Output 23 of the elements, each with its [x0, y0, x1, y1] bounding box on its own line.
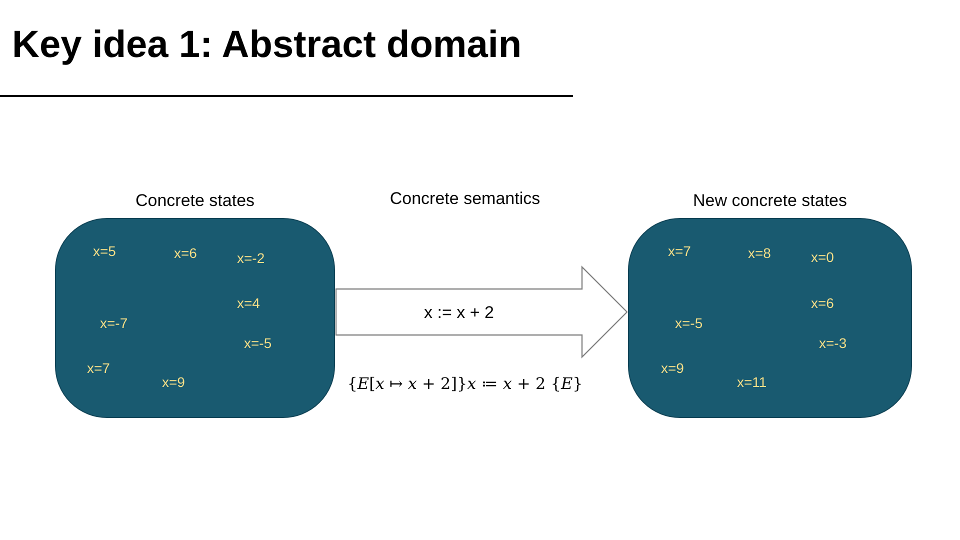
state-value: x=0	[811, 250, 834, 264]
state-value: x=6	[174, 246, 197, 260]
state-value: x=-3	[819, 336, 847, 350]
state-value: x=4	[237, 296, 260, 310]
state-value: x=9	[661, 361, 684, 375]
state-value: x=5	[93, 244, 116, 258]
slide-title: Key idea 1: Abstract domain	[12, 26, 522, 64]
state-value: x=-7	[100, 316, 128, 330]
state-value: x=11	[737, 375, 767, 389]
state-value: x=-5	[675, 316, 703, 330]
state-value: x=7	[668, 244, 691, 258]
arrow-heading: Concrete semantics	[388, 188, 542, 210]
state-value: x=6	[811, 296, 834, 310]
state-value: x=9	[162, 375, 185, 389]
state-value: x=-5	[244, 336, 272, 350]
state-value: x=-2	[237, 251, 265, 265]
box-heading: Concrete states	[134, 190, 256, 212]
arrow-label: x := x + 2	[423, 302, 495, 324]
block-arrow	[335, 266, 628, 358]
state-value: x=8	[748, 246, 771, 260]
hoare-formula: {E[x ↦ x + 2]}x ≔ x + 2 {E}	[346, 373, 584, 395]
state-value: x=7	[87, 361, 110, 375]
box-heading: New concrete states	[692, 190, 848, 212]
